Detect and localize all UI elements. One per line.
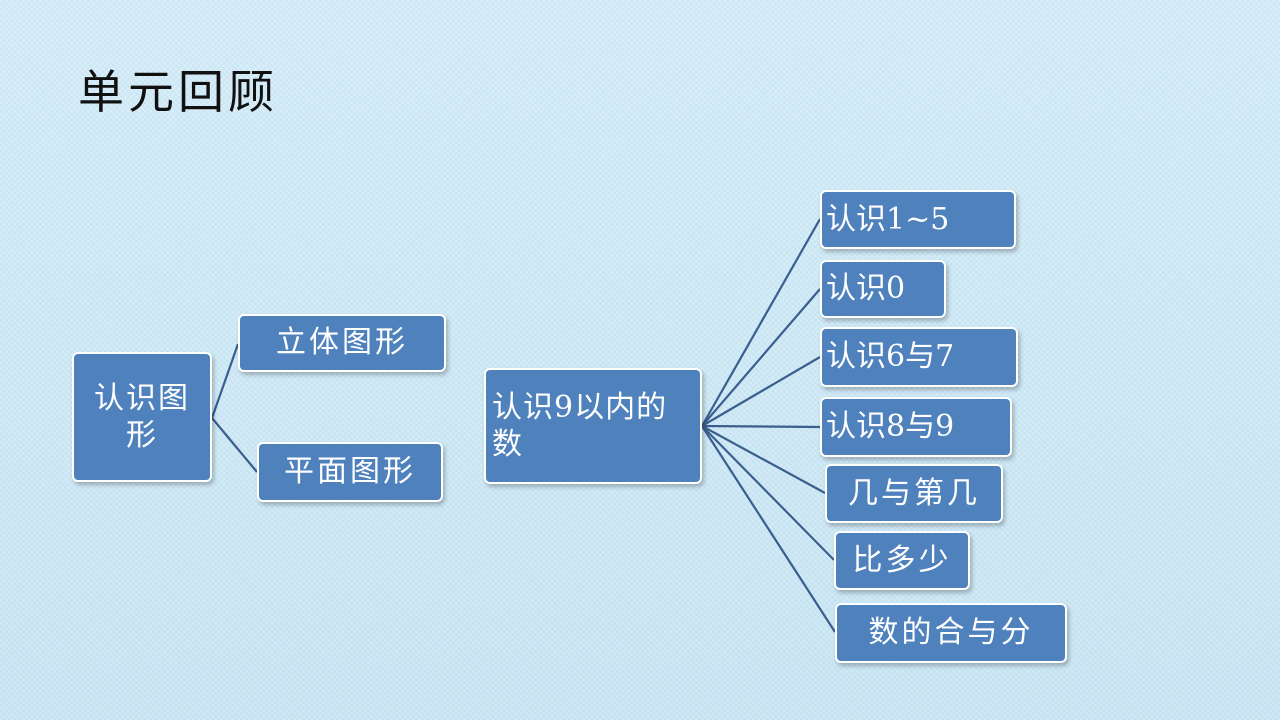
node-know-6-7-label: 认识6与7: [826, 339, 955, 375]
node-solid-shapes-label: 立体图形: [276, 325, 408, 361]
node-know-1-5-label: 认识1~5: [826, 201, 950, 237]
node-compare-label: 比多少: [852, 542, 952, 578]
connector-root2-child6: [701, 425, 835, 561]
node-root-shapes-label: 认识图形: [94, 380, 190, 454]
connector-root2-child1: [701, 218, 821, 427]
node-plane-shapes-label: 平面图形: [284, 454, 416, 490]
connector-root2-child4: [701, 424, 821, 429]
connector-root2-child2: [701, 288, 821, 427]
connector-root1-child1: [210, 343, 240, 419]
node-know-8-9-label: 认识8与9: [826, 409, 955, 445]
node-know-0-label: 认识0: [826, 271, 906, 307]
node-root-numbers-label: 认识9以内的数: [492, 389, 668, 463]
slide-title: 单元回顾: [78, 65, 278, 119]
connector-root2-child5: [701, 425, 826, 494]
node-compare[interactable]: 比多少: [834, 531, 970, 590]
node-root-numbers[interactable]: 认识9以内的数: [484, 368, 702, 484]
node-solid-shapes[interactable]: 立体图形: [238, 314, 446, 372]
node-know-0[interactable]: 认识0: [820, 260, 946, 318]
node-plane-shapes[interactable]: 平面图形: [257, 442, 443, 502]
node-root-shapes[interactable]: 认识图形: [72, 352, 212, 482]
connector-root2-child3: [701, 356, 821, 427]
connector-root1-child2: [211, 417, 258, 473]
node-compose-decompose-label: 数的合与分: [868, 615, 1034, 651]
connector-root2-child7: [701, 425, 836, 633]
node-ordinal-label: 几与第几: [848, 475, 980, 511]
node-know-6-7[interactable]: 认识6与7: [820, 327, 1018, 387]
node-know-8-9[interactable]: 认识8与9: [820, 397, 1012, 457]
node-compose-decompose[interactable]: 数的合与分: [835, 603, 1067, 663]
node-ordinal[interactable]: 几与第几: [825, 464, 1003, 523]
node-know-1-5[interactable]: 认识1~5: [820, 190, 1016, 249]
